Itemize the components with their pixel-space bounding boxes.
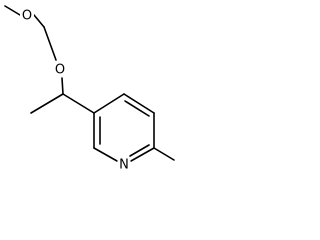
bond-c6-methyl [153, 147, 175, 161]
bond-ring-c3-c4 [93, 93, 125, 114]
bond-ring-c4-c5 [123, 93, 155, 114]
bond-ch2-o2 [43, 26, 57, 61]
molecule-drawing: O O N [4, 5, 175, 173]
atom-n1-label: N [119, 158, 129, 173]
structure-canvas: O O N [0, 0, 178, 175]
bond-ring-c4-c5-inner [124, 100, 150, 117]
atom-o2: O [53, 62, 67, 78]
atom-o1-label: O [22, 9, 32, 24]
bond-ring-c6-n-inner [129, 144, 150, 157]
bond-ring-n-c2 [93, 147, 118, 162]
bond-methyl-o1 [4, 5, 21, 16]
bond-ch-ring [62, 93, 95, 114]
bond-ring-c6-n [130, 147, 155, 162]
atom-o1: O [20, 8, 34, 24]
atom-o2-label: O [55, 63, 65, 78]
atom-n1: N [117, 157, 131, 173]
bond-ch-methyl [30, 93, 64, 114]
bond-o2-ch [61, 77, 64, 95]
bond-o1-ch2 [33, 14, 45, 28]
